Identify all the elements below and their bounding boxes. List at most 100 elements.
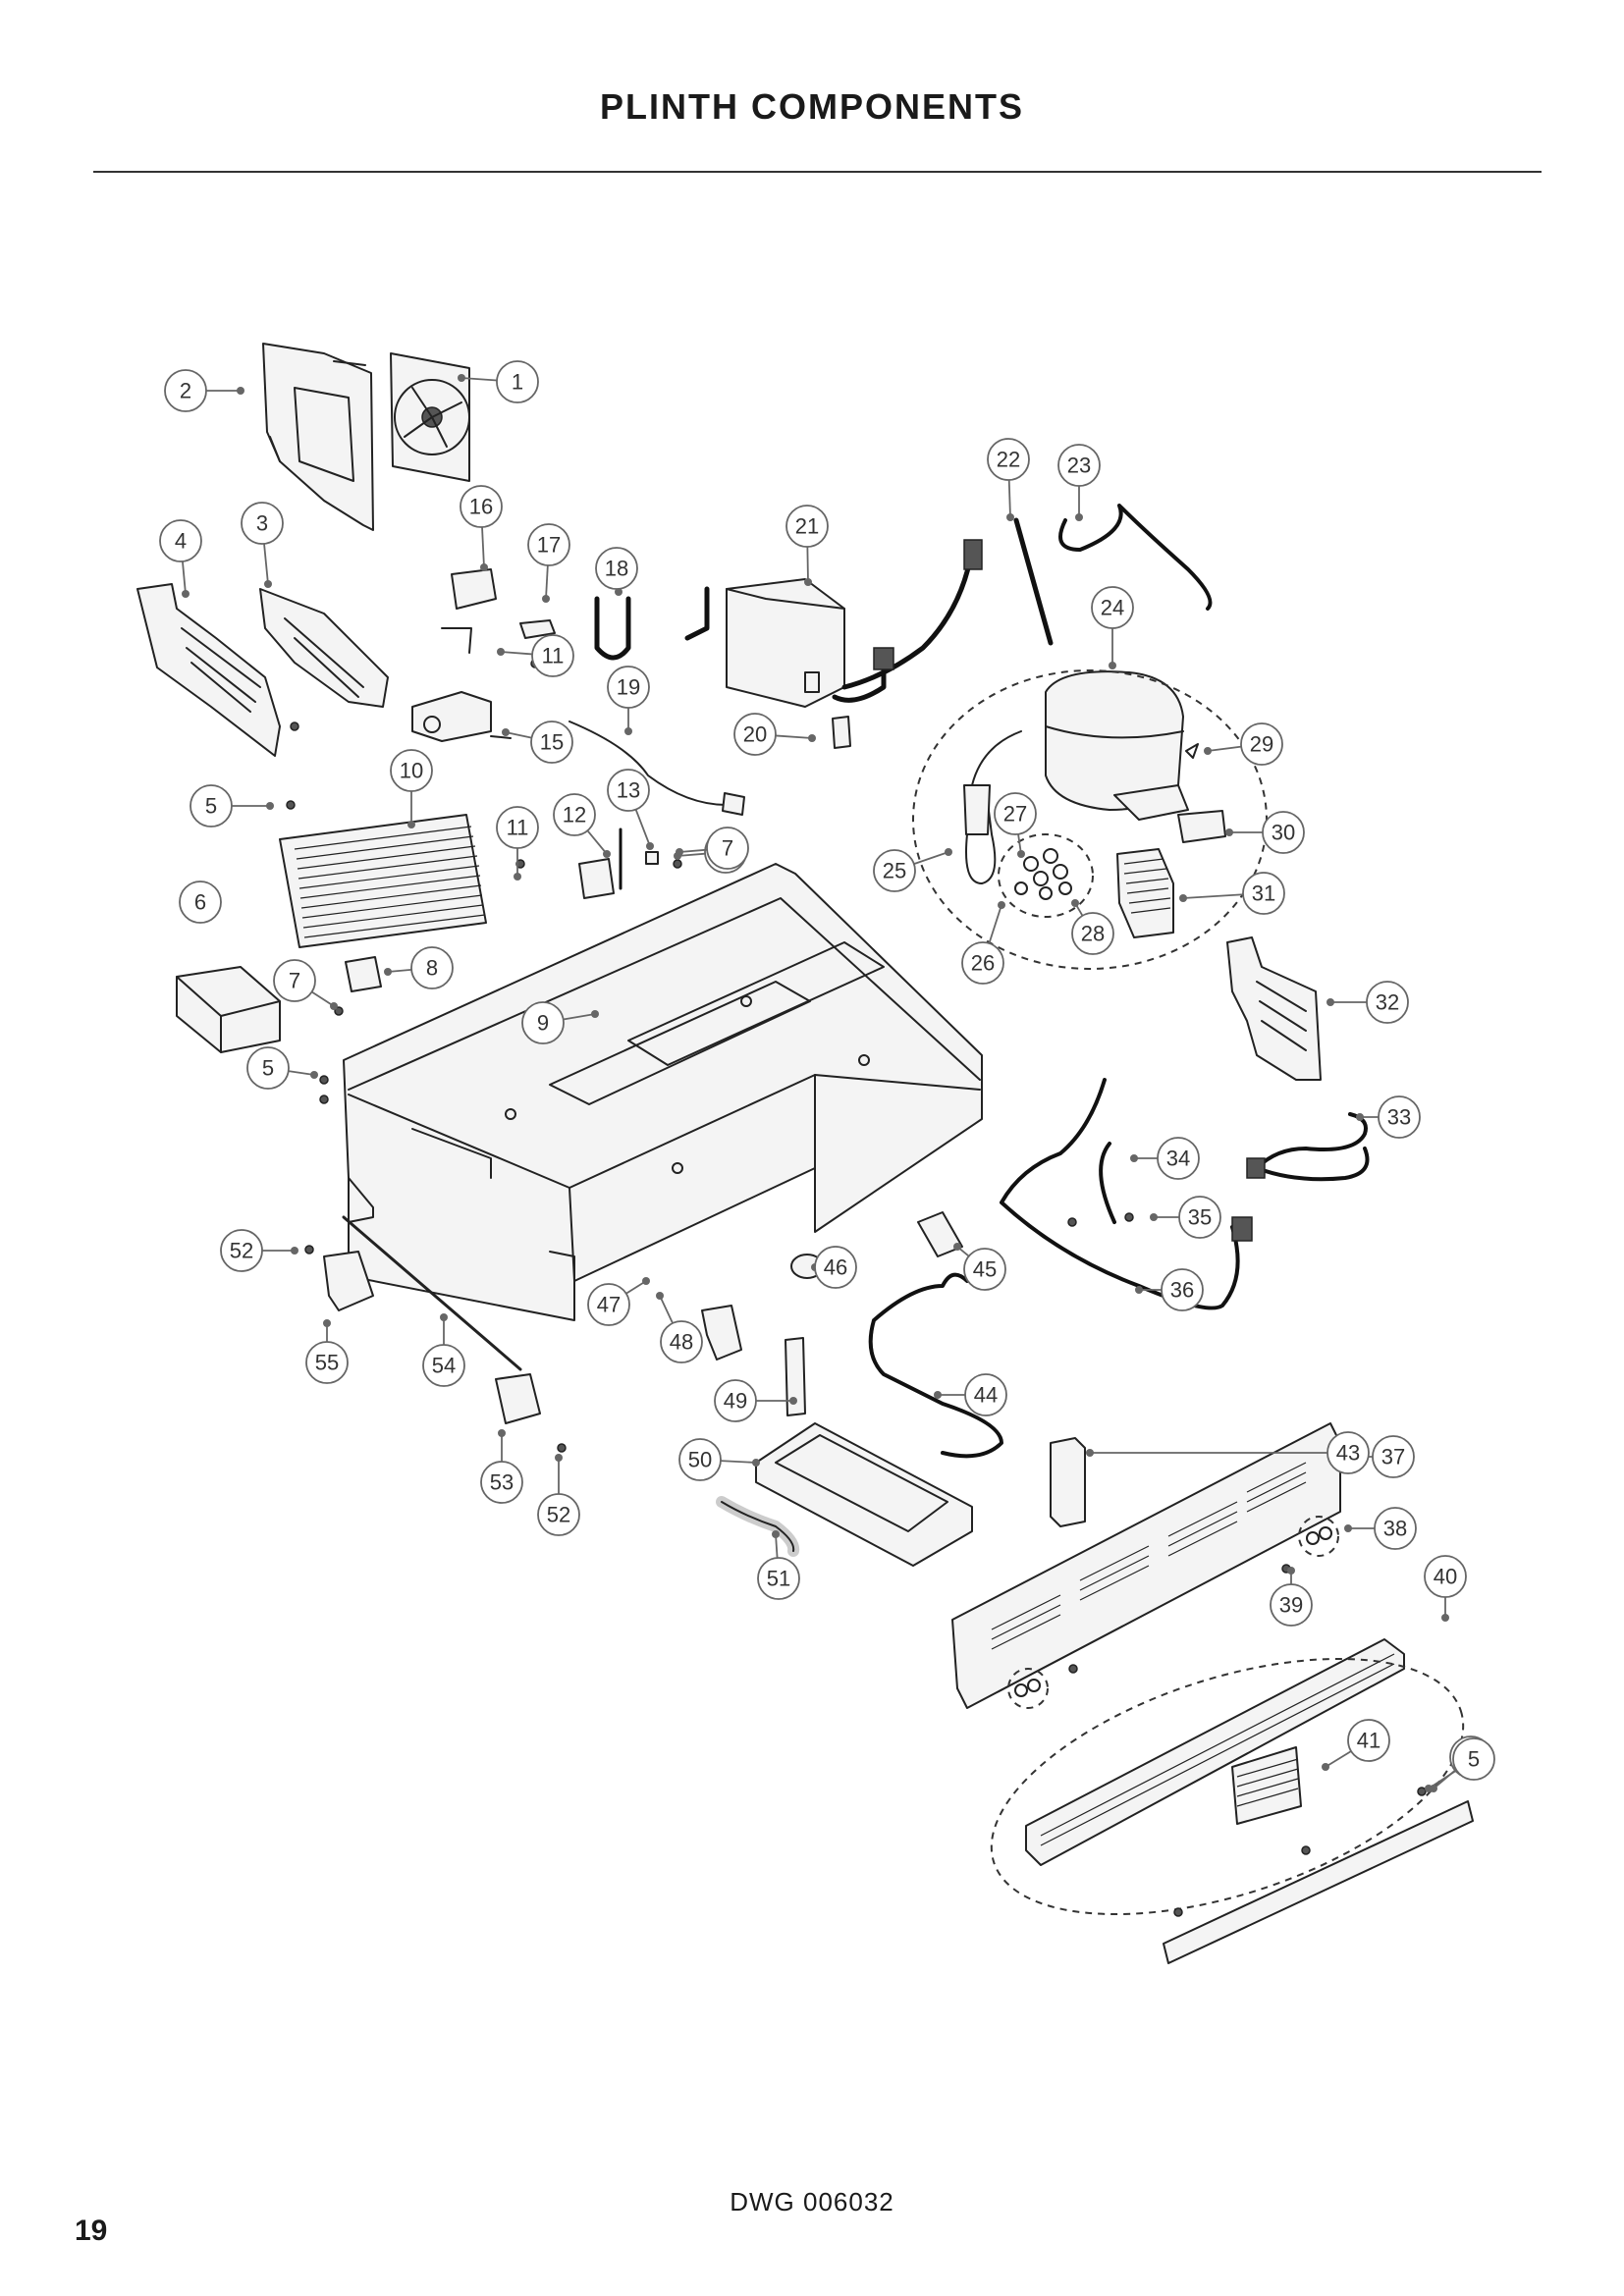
air-duct-drawing: [259, 588, 389, 708]
leader-dot: [440, 1313, 448, 1321]
callout-number: 32: [1376, 990, 1399, 1015]
callout-bubble: [273, 959, 316, 1002]
leader-dot: [1109, 662, 1116, 669]
leader-dot: [808, 734, 816, 742]
callout-number: 5: [1468, 1747, 1480, 1772]
right-bracket-drawing: [1226, 936, 1322, 1081]
callout-27: 27: [994, 792, 1037, 858]
leader-dot: [656, 1292, 664, 1300]
callout-36: 36: [1135, 1268, 1204, 1311]
callout-number: 29: [1250, 732, 1273, 757]
callout-bubble: [159, 519, 202, 562]
leader-dot: [497, 648, 505, 656]
callout-bubble: [678, 1438, 722, 1481]
leader-dot: [1017, 850, 1025, 858]
callout-number: 24: [1101, 596, 1124, 620]
callout-bubble: [1326, 1431, 1370, 1474]
callout-49: 49: [714, 1379, 797, 1422]
leader-line: [1428, 1769, 1457, 1789]
heater-drawing: [868, 1272, 1003, 1459]
callout-number: 45: [973, 1257, 997, 1282]
callout-bubble: [733, 713, 777, 756]
callout-number: 51: [767, 1567, 790, 1591]
callout-12: 12: [553, 793, 611, 858]
leader-dot: [323, 1319, 331, 1327]
left-bracket-drawing: [136, 583, 281, 757]
leader-dot: [1344, 1524, 1352, 1532]
leader-dot: [772, 1530, 780, 1538]
callout-number: 11: [507, 816, 529, 840]
drain-hose-drawing: [716, 1496, 800, 1557]
clip-drawing: [832, 716, 851, 749]
leader-line: [182, 561, 187, 595]
callout-bubble: [607, 666, 650, 709]
leader-dot: [1326, 998, 1334, 1006]
callout-bubble: [1374, 1507, 1417, 1550]
control-box-drawing: [684, 539, 983, 708]
leader-line: [460, 377, 498, 382]
leader-dot: [542, 595, 550, 603]
callout-bubble: [537, 1493, 580, 1536]
callout-number: 20: [743, 722, 767, 747]
callout-number: 22: [997, 448, 1020, 472]
drawing-number: DWG 006032: [730, 2187, 894, 2216]
leader-dot: [646, 842, 654, 850]
leader-line: [387, 968, 412, 973]
callout-bubble: [1270, 1583, 1313, 1627]
callout-bubble: [189, 784, 233, 828]
callout-bubble: [241, 502, 284, 545]
leader-dot: [624, 727, 632, 735]
water-valve-drawing: [411, 568, 556, 742]
callout-bubble: [480, 1461, 523, 1504]
insulation-block-drawing: [176, 966, 281, 1053]
callout-bubble: [220, 1229, 263, 1272]
leader-dot: [237, 387, 244, 395]
callout-number: 15: [540, 730, 564, 755]
leader-dot: [407, 821, 415, 828]
callout-bubble: [814, 1246, 857, 1289]
callout-bubble: [527, 523, 570, 566]
callout-number: 3: [256, 511, 268, 536]
callout-bubble: [994, 792, 1037, 835]
callout-11: 11: [496, 806, 539, 881]
callout-50: 50: [678, 1438, 760, 1481]
callout-number: 16: [469, 495, 493, 519]
callout-bubble: [1372, 1435, 1415, 1478]
page-title: PLINTH COMPONENTS: [599, 86, 1024, 127]
callout-bubble: [1057, 444, 1101, 487]
callout-number: 50: [688, 1448, 712, 1472]
drip-tray-drawing: [755, 1422, 973, 1567]
callout-bubble: [422, 1344, 465, 1387]
callout-number: 39: [1279, 1593, 1303, 1618]
leader-dot: [1179, 894, 1187, 902]
leader-line: [481, 526, 485, 568]
callout-bubble: [164, 369, 207, 412]
callout-bubble: [1347, 1719, 1390, 1762]
callout-46: 46: [811, 1246, 857, 1289]
callout-number: 36: [1170, 1278, 1194, 1303]
leader-line: [806, 546, 809, 583]
callout-31: 31: [1179, 872, 1285, 915]
leader-dot: [789, 1397, 797, 1405]
cable-33-drawing: [1255, 1112, 1370, 1182]
leader-dot: [480, 563, 488, 571]
leader-dot: [384, 968, 392, 976]
callout-28: 28: [1071, 899, 1114, 955]
callout-number: 44: [974, 1383, 998, 1408]
callout-number: 5: [205, 794, 217, 819]
leader-line: [505, 731, 532, 739]
leader-dot: [291, 1247, 298, 1255]
callout-number: 13: [617, 778, 640, 803]
leader-dot: [1204, 747, 1212, 755]
compressor-drawing: [1045, 670, 1189, 821]
callout-bubble: [460, 485, 503, 528]
callout-number: 21: [795, 514, 819, 539]
callout-15: 15: [502, 721, 573, 764]
trim-strip-drawing: [1163, 1800, 1474, 1964]
leader-line: [311, 990, 335, 1007]
callout-16: 16: [460, 485, 503, 571]
callout-5: 5: [1425, 1737, 1495, 1792]
callout-bubble: [1378, 1095, 1421, 1139]
callout-35: 35: [1150, 1196, 1221, 1239]
callout-number: 30: [1272, 821, 1295, 845]
